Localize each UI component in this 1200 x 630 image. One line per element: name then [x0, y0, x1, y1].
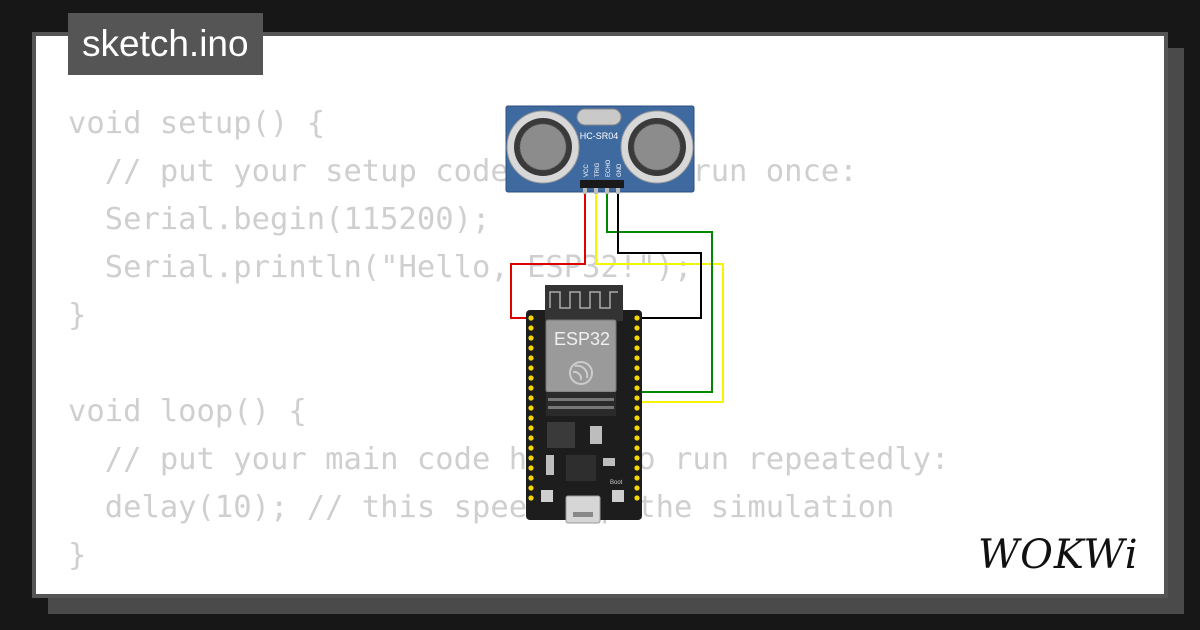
component-b [546, 455, 554, 475]
usb-opening [573, 512, 593, 517]
code-editor: void setup() { // put your setup code he… [68, 100, 949, 580]
header-pin[interactable] [634, 315, 640, 321]
boot-label: Boot [610, 480, 623, 486]
pin-label-echo: ECHO [606, 159, 612, 177]
espressif-logo-icon [569, 361, 593, 385]
wokwi-logo[interactable]: WOKWi [976, 526, 1152, 578]
header-pin[interactable] [634, 335, 640, 341]
pin-header-right [634, 315, 640, 501]
esp32-board[interactable]: ESP32 Boot [526, 285, 642, 524]
header-pin[interactable] [634, 385, 640, 391]
antenna-area [545, 285, 623, 321]
right-transducer [620, 110, 694, 184]
module-pad-row [548, 398, 614, 409]
header-pin[interactable] [634, 345, 640, 351]
capacitor [590, 426, 602, 444]
header-pin[interactable] [528, 365, 534, 371]
pin-header-left [528, 315, 534, 501]
header-pin[interactable] [528, 355, 534, 361]
circuit-diagram: HC-SR04 VCC TRIG ECHO GND ESP32 [505, 105, 724, 524]
boot-button[interactable] [612, 490, 624, 502]
header-pin[interactable] [528, 385, 534, 391]
module-label: ESP32 [554, 329, 610, 349]
header-pin[interactable] [634, 325, 640, 331]
header-pin[interactable] [634, 375, 640, 381]
header-pin[interactable] [634, 465, 640, 471]
header-pin[interactable] [634, 435, 640, 441]
chip-uart [566, 455, 596, 481]
header-pin[interactable] [528, 325, 534, 331]
component-a [603, 458, 615, 466]
header-pin[interactable] [528, 435, 534, 441]
header-pin[interactable] [634, 415, 640, 421]
header-pin[interactable] [634, 395, 640, 401]
header-pin[interactable] [528, 395, 534, 401]
header-pin[interactable] [528, 415, 534, 421]
header-pin[interactable] [528, 495, 534, 501]
code-line: Serial.begin(115200); [68, 202, 491, 237]
header-pin[interactable] [528, 465, 534, 471]
header-pin[interactable] [528, 445, 534, 451]
header-pin[interactable] [528, 485, 534, 491]
pin-label-vcc: VCC [584, 164, 590, 177]
header-pin[interactable] [634, 445, 640, 451]
header-pin[interactable] [528, 455, 534, 461]
header-pin[interactable] [634, 425, 640, 431]
pin-label-gnd: GND [617, 163, 623, 177]
code-line: } [68, 538, 87, 573]
header-pin[interactable] [634, 485, 640, 491]
header-pin[interactable] [528, 475, 534, 481]
code-line: Serial.println("Hello, ESP32!"); [68, 250, 693, 285]
module-pads [546, 392, 616, 416]
vcc-wire[interactable] [510, 185, 586, 319]
sensor-crystal [576, 108, 622, 126]
header-pin[interactable] [634, 455, 640, 461]
header-pin[interactable] [528, 345, 534, 351]
header-pin[interactable] [634, 355, 640, 361]
code-line: void loop() { [68, 394, 307, 429]
sensor-pin-header [580, 180, 624, 194]
en-button[interactable] [541, 490, 553, 502]
header-pin[interactable] [634, 365, 640, 371]
header-pin[interactable] [634, 475, 640, 481]
file-tab[interactable]: sketch.ino [68, 13, 263, 75]
header-pin[interactable] [528, 375, 534, 381]
pin-label-trig: TRIG [595, 162, 601, 177]
header-pin[interactable] [634, 495, 640, 501]
gnd-wire[interactable] [617, 185, 702, 319]
file-tab-label: sketch.ino [82, 23, 249, 64]
echo-wire[interactable] [606, 185, 713, 393]
sensor-label: HC-SR04 [580, 131, 619, 141]
chip-regulator [547, 422, 575, 448]
trig-wire[interactable] [595, 185, 724, 403]
code-line: void setup() { [68, 106, 326, 141]
header-pin[interactable] [634, 405, 640, 411]
header-pin[interactable] [528, 405, 534, 411]
code-line: } [68, 298, 87, 333]
wokwi-logo-text: WOKWi [978, 532, 1139, 578]
code-line: delay(10); // this speeds up the simulat… [68, 490, 895, 525]
header-pin[interactable] [528, 425, 534, 431]
usb-port[interactable] [565, 495, 601, 524]
ultrasonic-sensor[interactable]: HC-SR04 VCC TRIG ECHO GND [505, 105, 695, 194]
wires [510, 185, 724, 403]
antenna-trace [549, 291, 618, 309]
header-pin[interactable] [528, 335, 534, 341]
header-pin[interactable] [528, 315, 534, 321]
left-transducer [506, 110, 580, 184]
sensor-pin-labels: VCC TRIG ECHO GND [584, 159, 623, 177]
